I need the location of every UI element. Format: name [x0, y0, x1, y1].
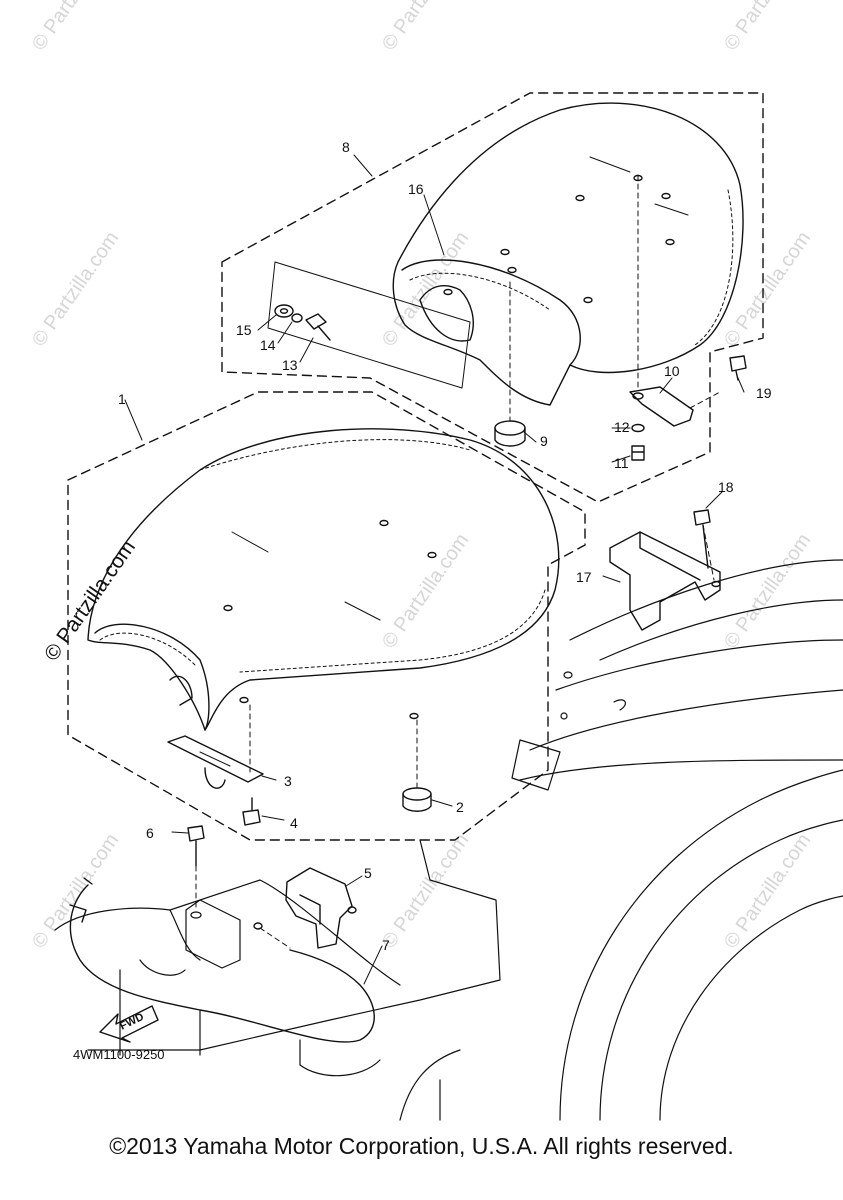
frame-background — [54, 559, 843, 1121]
callout-7: 7 — [382, 937, 390, 953]
rear-seat-plate — [267, 261, 471, 389]
bracket-3 — [167, 704, 264, 789]
callout-6: 6 — [146, 825, 154, 841]
callout-2: 2 — [456, 799, 464, 815]
assembly-outline-front-seat — [67, 391, 586, 841]
callout-leader-lines — [124, 154, 745, 985]
callout-19: 19 — [756, 385, 772, 401]
callout-8: 8 — [342, 139, 350, 155]
seat-lock-5 — [285, 867, 357, 949]
callout-13: 13 — [282, 357, 298, 373]
damper-9 — [494, 281, 526, 447]
callout-14: 14 — [260, 337, 276, 353]
callout-3: 3 — [284, 773, 292, 789]
front-seat — [87, 428, 560, 731]
bracket-17 — [609, 531, 721, 631]
diagram-part-code: 4WM1100-9250 — [73, 1047, 165, 1062]
callout-10: 10 — [664, 363, 680, 379]
bolt-13 — [305, 313, 331, 341]
lock-washer-14 — [291, 313, 303, 323]
bolt-6 — [187, 825, 205, 867]
assembly-outline-rear-seat — [221, 92, 764, 503]
callout-11: 11 — [614, 455, 629, 471]
fwd-label: FWD — [118, 1011, 146, 1033]
callout-5: 5 — [364, 865, 372, 881]
damper-2 — [402, 719, 432, 812]
callout-4: 4 — [290, 815, 298, 831]
callout-9: 9 — [540, 433, 548, 449]
callout-18: 18 — [718, 479, 734, 495]
forward-arrow-icon — [99, 1005, 159, 1043]
bolt-19 — [729, 355, 747, 381]
copyright-footer: ©2013 Yamaha Motor Corporation, U.S.A. A… — [109, 1133, 734, 1159]
callout-17: 17 — [576, 569, 592, 585]
washer-15 — [274, 304, 294, 318]
bolt-11 — [631, 445, 645, 461]
callout-16: 16 — [408, 181, 424, 197]
callout-12: 12 — [614, 419, 630, 435]
washer-12 — [631, 423, 645, 433]
bracket-10 — [629, 174, 721, 427]
seat-lock-cable-7 — [69, 877, 375, 1043]
callout-15: 15 — [236, 322, 252, 338]
rear-seat — [392, 102, 744, 406]
bolt-4 — [242, 797, 261, 826]
bolt-18 — [693, 509, 711, 569]
callout-1: 1 — [118, 391, 126, 407]
